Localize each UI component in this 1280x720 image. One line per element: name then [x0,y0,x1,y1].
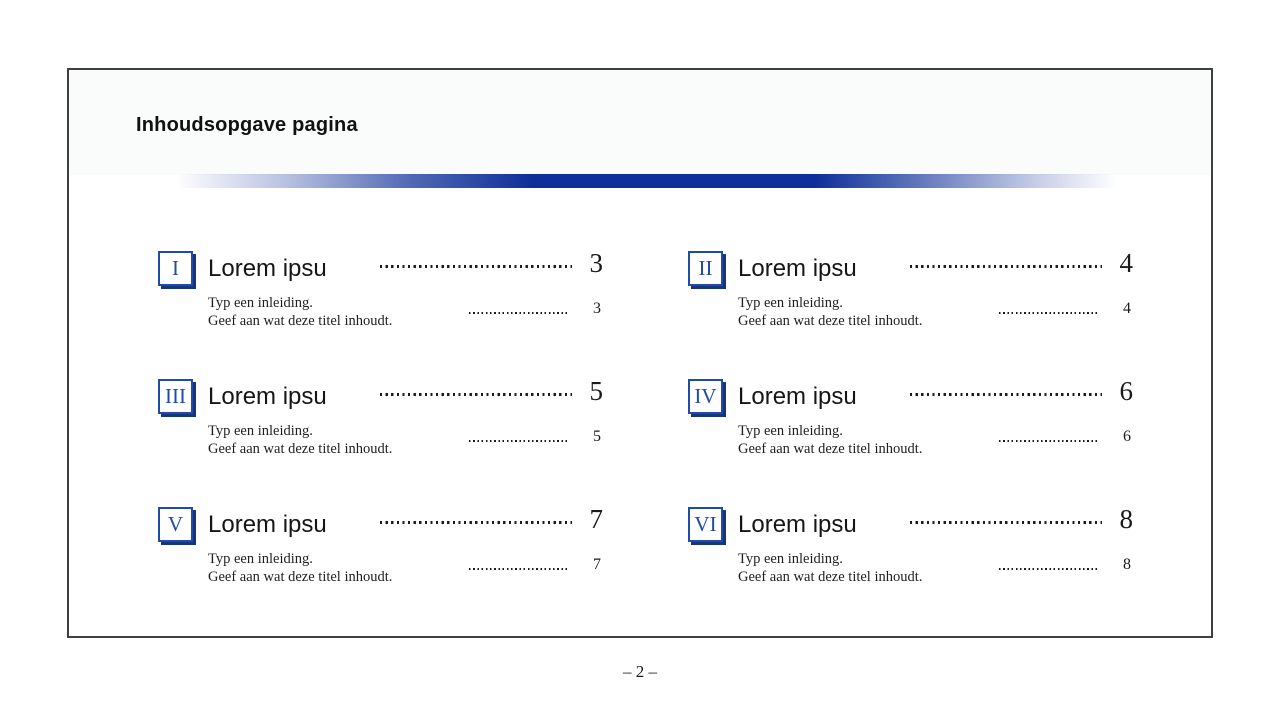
description-line1: Typ een inleiding. [738,551,843,567]
dotted-leader-sub [469,440,569,442]
dotted-leader-main [380,265,572,268]
dotted-leader-sub [469,312,569,314]
entry-title: Lorem ipsu [208,255,327,282]
entry-title: Lorem ipsu [738,255,857,282]
dotted-leader-main [380,521,572,524]
toc-entry-6[interactable]: VI Lorem ipsu 8 Typ een inleiding. Geef … [688,504,1134,607]
numeral-box: I [158,251,193,286]
roman-numeral: IV [694,384,717,408]
dotted-leader-sub [999,312,1099,314]
dotted-leader-main [910,393,1102,396]
description-line1: Typ een inleiding. [208,423,313,439]
entry-description: Typ een inleiding. Geef aan wat deze tit… [208,295,392,330]
page-number-footer: – 2 – [623,662,657,681]
roman-numeral: V [167,512,184,536]
numeral-box: III [158,379,193,414]
dotted-leader-main [910,265,1102,268]
entry-description: Typ een inleiding. Geef aan wat deze tit… [738,551,922,586]
entry-sub-page-number: 8 [1123,556,1131,573]
entry-page-number: 6 [1119,376,1134,406]
numeral-box: IV [688,379,723,414]
entry-title: Lorem ipsu [738,383,857,410]
description-line1: Typ een inleiding. [738,423,843,439]
description-line2: Geef aan wat deze titel inhoudt. [208,568,393,585]
entry-sub-page-number: 4 [1123,300,1131,317]
entry-title: Lorem ipsu [738,511,857,538]
dotted-leader-sub [999,568,1099,570]
description-line2: Geef aan wat deze titel inhoudt. [208,440,393,457]
entry-page-number: 4 [1119,248,1134,278]
toc-entry-3[interactable]: III Lorem ipsu 5 Typ een inleiding. Geef… [158,376,604,479]
entry-description: Typ een inleiding. Geef aan wat deze tit… [738,423,922,458]
description-line2: Geef aan wat deze titel inhoudt. [208,312,393,329]
numeral-box: V [158,507,193,542]
entry-description: Typ een inleiding. Geef aan wat deze tit… [208,551,392,586]
entry-description: Typ een inleiding. Geef aan wat deze tit… [738,295,922,330]
entry-sub-page-number: 5 [593,428,601,445]
description-line1: Typ een inleiding. [738,295,843,311]
dotted-leader-main [910,521,1102,524]
roman-numeral: I [172,256,179,280]
toc-entry-4[interactable]: IV Lorem ipsu 6 Typ een inleiding. Geef … [688,376,1134,479]
entry-page-number: 8 [1119,504,1134,534]
roman-numeral: II [698,256,713,280]
toc-entry-5[interactable]: V Lorem ipsu 7 Typ een inleiding. Geef a… [158,504,604,607]
entry-page-number: 5 [589,376,604,406]
numeral-box: VI [688,507,723,542]
entry-sub-page-number: 3 [593,300,601,317]
entry-page-number: 7 [589,504,604,534]
slide-canvas: Inhoudsopgave pagina I Lorem ipsu 3 Typ … [67,68,1213,638]
dotted-leader-sub [999,440,1099,442]
description-line2: Geef aan wat deze titel inhoudt. [738,568,923,585]
accent-gradient-bar [175,174,1117,188]
description-line1: Typ een inleiding. [208,295,313,311]
entry-sub-page-number: 7 [593,556,601,573]
description-line2: Geef aan wat deze titel inhoudt. [738,312,923,329]
page-title: Inhoudsopgave pagina [136,114,358,136]
toc-entry-1[interactable]: I Lorem ipsu 3 Typ een inleiding. Geef a… [158,248,604,351]
description-line1: Typ een inleiding. [208,551,313,567]
toc-entry-2[interactable]: II Lorem ipsu 4 Typ een inleiding. Geef … [688,248,1134,351]
dotted-leader-main [380,393,572,396]
numeral-box: II [688,251,723,286]
slide-header-band [69,70,1211,175]
entry-title: Lorem ipsu [208,383,327,410]
roman-numeral: III [165,384,186,408]
toc-grid: I Lorem ipsu 3 Typ een inleiding. Geef a… [158,248,1134,607]
roman-numeral: VI [694,512,717,536]
dotted-leader-sub [469,568,569,570]
description-line2: Geef aan wat deze titel inhoudt. [738,440,923,457]
entry-description: Typ een inleiding. Geef aan wat deze tit… [208,423,392,458]
entry-title: Lorem ipsu [208,511,327,538]
entry-sub-page-number: 6 [1123,428,1131,445]
entry-page-number: 3 [589,248,604,278]
